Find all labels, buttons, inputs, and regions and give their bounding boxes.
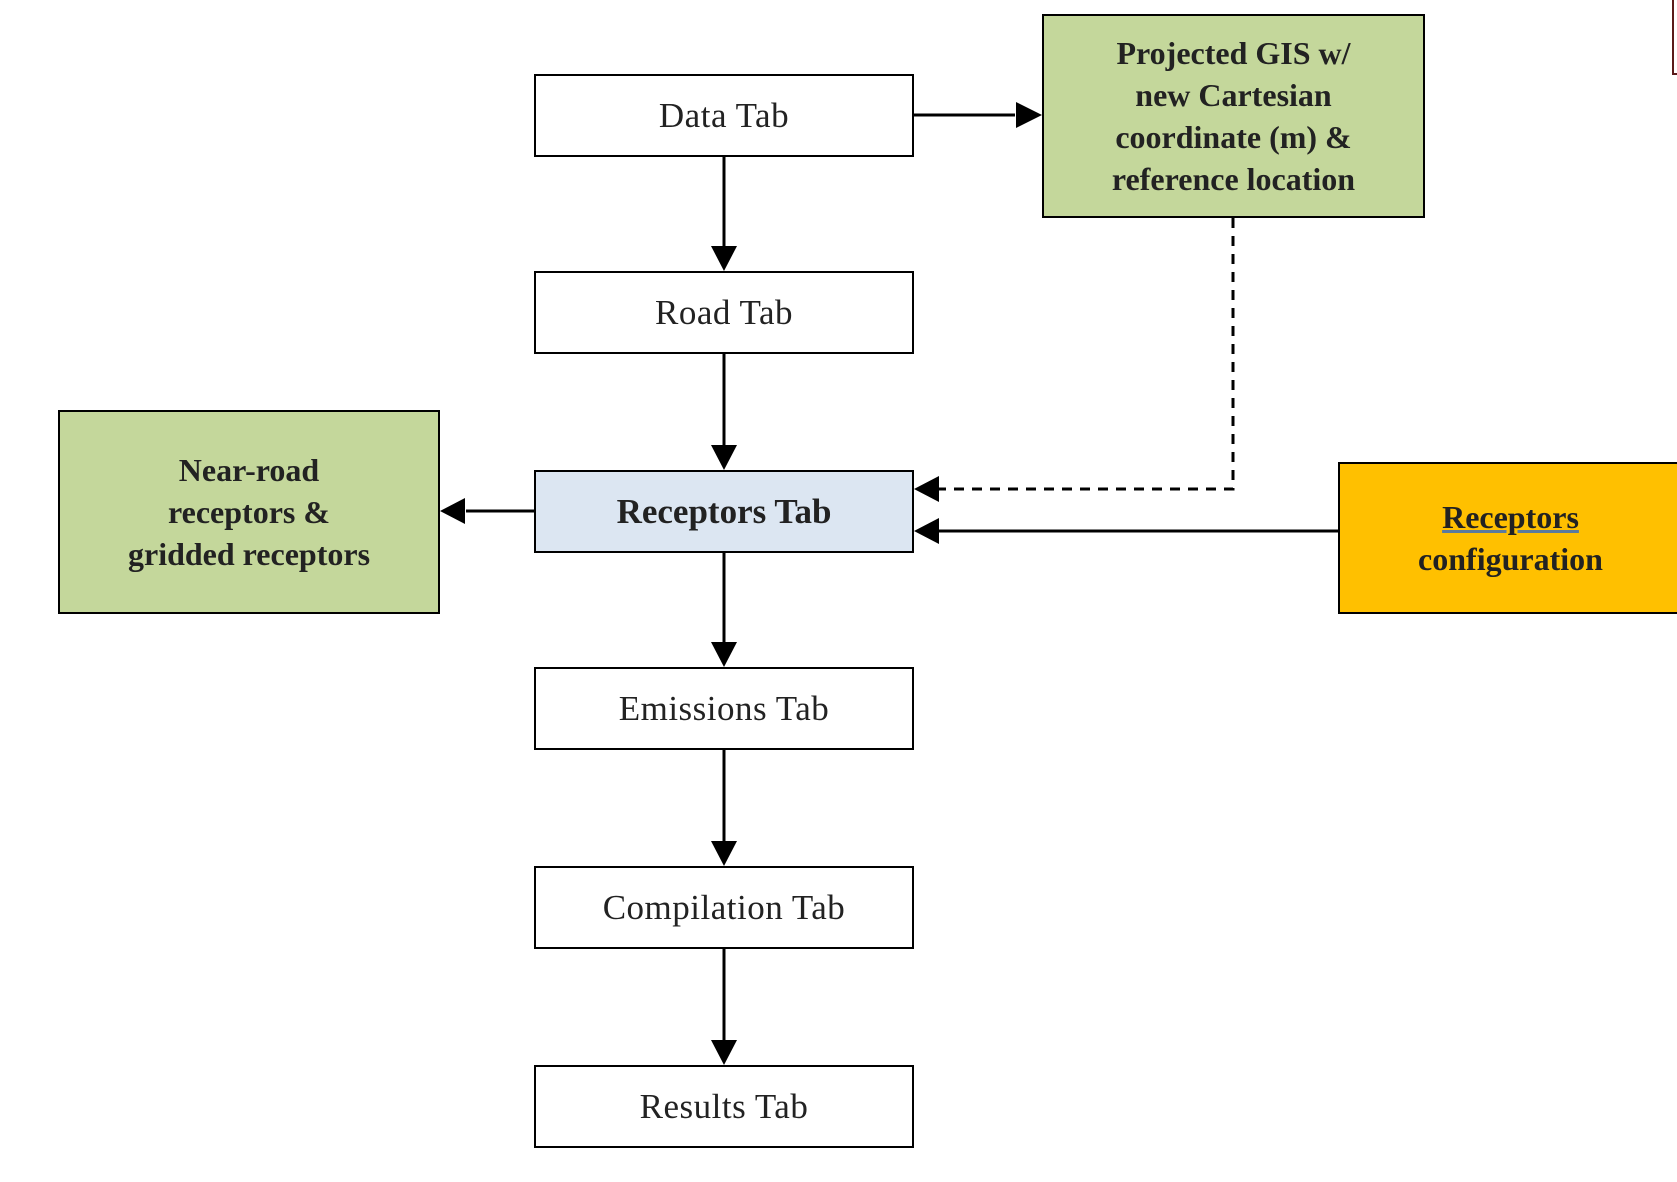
projected-gis-node: Projected GIS w/ new Cartesian coordinat…	[1042, 14, 1425, 218]
arrowhead-config	[914, 518, 939, 544]
results-tab-label: Results Tab	[639, 1086, 809, 1126]
arrowhead-results	[711, 1040, 737, 1065]
projected-gis-line-3: coordinate (m) &	[1115, 119, 1352, 155]
arrowhead-emissions	[711, 642, 737, 667]
emissions-tab-label: Emissions Tab	[618, 688, 830, 728]
near-road-line-3: gridded receptors	[127, 536, 371, 572]
receptors-configuration-line-1: Receptors	[1442, 499, 1579, 535]
emissions-tab-node: Emissions Tab	[534, 667, 914, 750]
compilation-tab-node: Compilation Tab	[534, 866, 914, 949]
road-tab-node: Road Tab	[534, 271, 914, 354]
receptors-configuration-node: Receptors configuration	[1338, 462, 1677, 614]
results-tab-node: Results Tab	[534, 1065, 914, 1148]
receptors-tab-node: Receptors Tab	[534, 470, 914, 553]
arrowhead-compilation	[711, 841, 737, 866]
compilation-tab-label: Compilation Tab	[602, 887, 846, 927]
receptors-configuration-line-2: configuration	[1418, 541, 1603, 577]
road-tab-label: Road Tab	[655, 292, 793, 332]
near-road-receptors-node: Near-road receptors & gridded receptors	[58, 410, 440, 614]
projected-gis-line-1: Projected GIS w/	[1116, 35, 1351, 71]
data-tab-label: Data Tab	[658, 95, 790, 135]
arrowhead-road	[711, 246, 737, 271]
near-road-line-2: receptors &	[168, 494, 330, 530]
arrowhead-gis	[1016, 102, 1042, 128]
data-tab-node: Data Tab	[534, 74, 914, 157]
near-road-line-1: Near-road	[178, 452, 320, 488]
arrowhead-dashed	[914, 476, 939, 502]
projected-gis-line-2: new Cartesian	[1135, 77, 1332, 113]
projected-gis-line-4: reference location	[1111, 161, 1356, 197]
edge-gis-to-receptors-dashed	[938, 218, 1235, 491]
arrowhead-receptors-top	[711, 445, 737, 470]
corner-edge-mark	[1672, 0, 1677, 75]
receptors-tab-label: Receptors Tab	[616, 491, 832, 531]
arrowhead-nearroad	[440, 498, 465, 524]
